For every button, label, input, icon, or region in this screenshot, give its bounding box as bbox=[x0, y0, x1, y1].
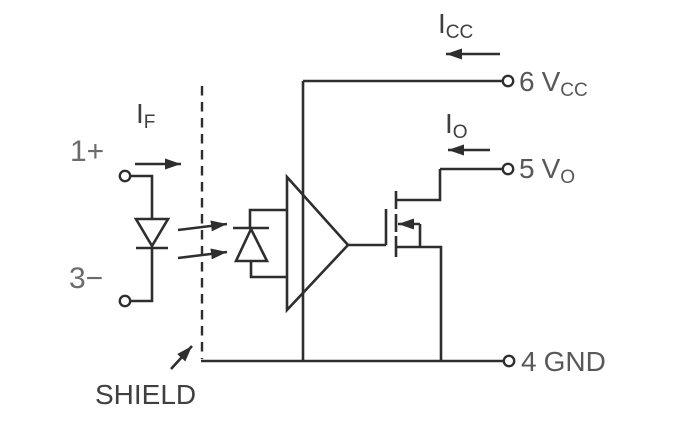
terminal-pin4 bbox=[502, 354, 516, 368]
pin6-name: V bbox=[541, 66, 561, 97]
pin5-sub: O bbox=[560, 166, 576, 188]
shield-label: SHIELD bbox=[95, 379, 197, 410]
pin4-name: GND bbox=[543, 346, 606, 377]
pin6-number: 6 bbox=[519, 66, 535, 97]
light-arrow-bottom bbox=[177, 248, 228, 260]
icc-label-sub: CC bbox=[445, 21, 474, 43]
pin3-label: 3− bbox=[69, 262, 104, 295]
led-emitter-symbol bbox=[130, 174, 171, 303]
pin5-number: 5 bbox=[519, 153, 535, 184]
shield-pointer-arrow bbox=[170, 345, 193, 370]
io-label-main: I bbox=[445, 108, 453, 139]
mosfet-drain-wire bbox=[396, 169, 442, 202]
icc-label: ICC bbox=[438, 8, 473, 42]
pin1-label: 1+ bbox=[70, 135, 105, 168]
if-label-sub: F bbox=[143, 111, 156, 133]
terminal-pin1 bbox=[118, 169, 132, 183]
mosfet-symbol bbox=[384, 169, 443, 361]
light-emission-arrows bbox=[177, 220, 228, 260]
mosfet-source-wire bbox=[396, 245, 443, 361]
terminal-pin5 bbox=[501, 162, 515, 176]
if-label: IF bbox=[136, 98, 155, 132]
light-arrow-top bbox=[177, 220, 228, 232]
terminal-pin6 bbox=[501, 74, 515, 88]
amplifier-symbol bbox=[285, 81, 386, 361]
terminal-pin3 bbox=[118, 294, 132, 308]
if-label-main: I bbox=[136, 98, 144, 129]
pin6-sub: CC bbox=[560, 79, 588, 101]
photodiode-symbol bbox=[233, 208, 287, 279]
io-label: IO bbox=[445, 108, 468, 142]
pin5-name: V bbox=[541, 153, 561, 184]
icc-label-main: I bbox=[438, 8, 446, 39]
io-label-sub: O bbox=[452, 121, 468, 143]
pin4-number: 4 bbox=[521, 346, 537, 377]
